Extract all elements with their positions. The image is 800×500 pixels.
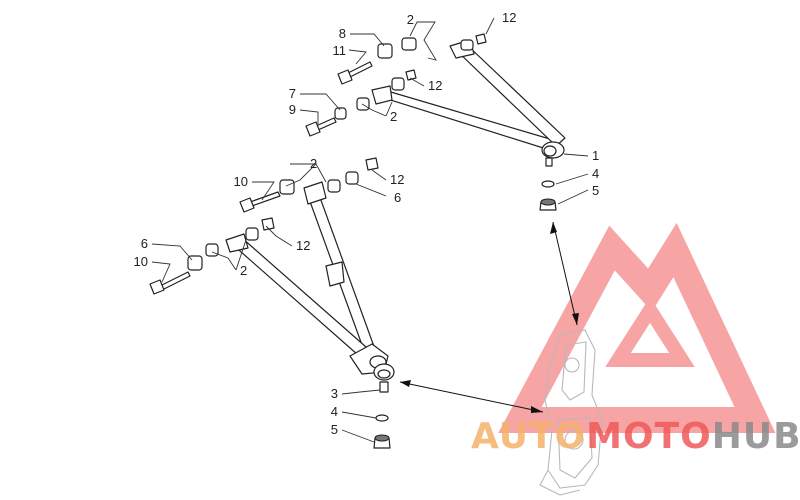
- upper-rear-bushing-2: [460, 39, 474, 51]
- lower-rear-bolt-shaft: [249, 191, 281, 207]
- svg-text:AUTOMOTOHUB: AUTOMOTOHUB: [471, 416, 800, 457]
- shock-mount-bracket: [325, 261, 345, 287]
- lower-washer: [375, 414, 389, 422]
- upper-front-pivot-hardware: [305, 69, 417, 137]
- upper-front-bolt-head: [305, 121, 321, 137]
- lower-rear-bushing: [279, 179, 295, 195]
- callout-12: 12: [428, 78, 442, 93]
- lower-front-bushing-2: [245, 227, 259, 241]
- callout-4: 4: [331, 404, 338, 419]
- lower-front-bolt-shaft: [159, 271, 191, 291]
- callout-2: 2: [407, 12, 414, 27]
- lower-front-bushing: [205, 243, 219, 257]
- callout-5: 5: [592, 183, 599, 198]
- callout-1: 1: [592, 148, 599, 163]
- callout-3: 3: [331, 386, 338, 401]
- upper-front-bushing: [356, 97, 370, 111]
- leader-lines: [151, 17, 589, 443]
- watermark-triangle-logo: [498, 222, 776, 433]
- upper-to-knuckle-arrow: [552, 221, 578, 326]
- watermark-moto: MOTO: [586, 416, 712, 457]
- lower-rear-bolt-head: [239, 197, 255, 213]
- callout-12: 12: [296, 238, 310, 253]
- watermark-text: AUTOMOTOHUB: [471, 416, 800, 457]
- callout-6: 6: [394, 190, 401, 205]
- upper-rear-nut: [475, 33, 487, 45]
- lower-rear-pivot-hardware: [239, 157, 379, 213]
- upper-rear-bolt-head: [337, 69, 353, 85]
- callout-8: 8: [339, 26, 346, 41]
- assembly-arrows: [399, 221, 579, 413]
- upper-washer: [541, 180, 555, 188]
- watermark-auto: AUTO: [471, 416, 586, 457]
- lower-to-knuckle-arrow: [399, 381, 544, 413]
- lower-rear-spacer: [345, 171, 359, 185]
- lower-rear-nut: [365, 157, 379, 171]
- callout-6: 6: [141, 236, 148, 251]
- lower-rear-bushing-2: [327, 179, 341, 193]
- callout-10: 10: [134, 254, 148, 269]
- upper-rear-washer: [377, 43, 393, 59]
- upper-rear-bushing: [401, 37, 417, 51]
- callout-2: 2: [240, 263, 247, 278]
- callout-2: 2: [390, 109, 397, 124]
- upper-a-arm: [371, 39, 566, 167]
- lower-front-bolt-head: [149, 279, 165, 295]
- callout-9: 9: [289, 102, 296, 117]
- callout-7: 7: [289, 86, 296, 101]
- upper-front-bushing-2: [391, 77, 405, 91]
- callout-5: 5: [331, 422, 338, 437]
- callout-10: 10: [234, 174, 248, 189]
- callout-12: 12: [502, 10, 516, 25]
- upper-front-nut: [405, 69, 417, 81]
- steering-knuckle-outline: [539, 329, 603, 496]
- lower-ball-joint-stack: [373, 414, 391, 449]
- lower-front-pivot-hardware: [149, 217, 275, 295]
- callout-11: 11: [333, 43, 347, 58]
- lower-front-nut: [261, 217, 275, 231]
- callout-2: 2: [310, 156, 317, 171]
- upper-rear-pivot-hardware: [337, 33, 487, 85]
- callout-12: 12: [390, 172, 404, 187]
- upper-ball-joint-stack: [539, 180, 557, 211]
- upper-front-washer: [334, 107, 347, 120]
- watermark-hub: HUB: [712, 416, 800, 457]
- callout-4: 4: [592, 166, 599, 181]
- lower-a-arm: [225, 181, 395, 393]
- callout-numbers: 2 12 8 11 12 7 9 2 1 4 5 2 10 12 6 12 6 …: [134, 10, 600, 437]
